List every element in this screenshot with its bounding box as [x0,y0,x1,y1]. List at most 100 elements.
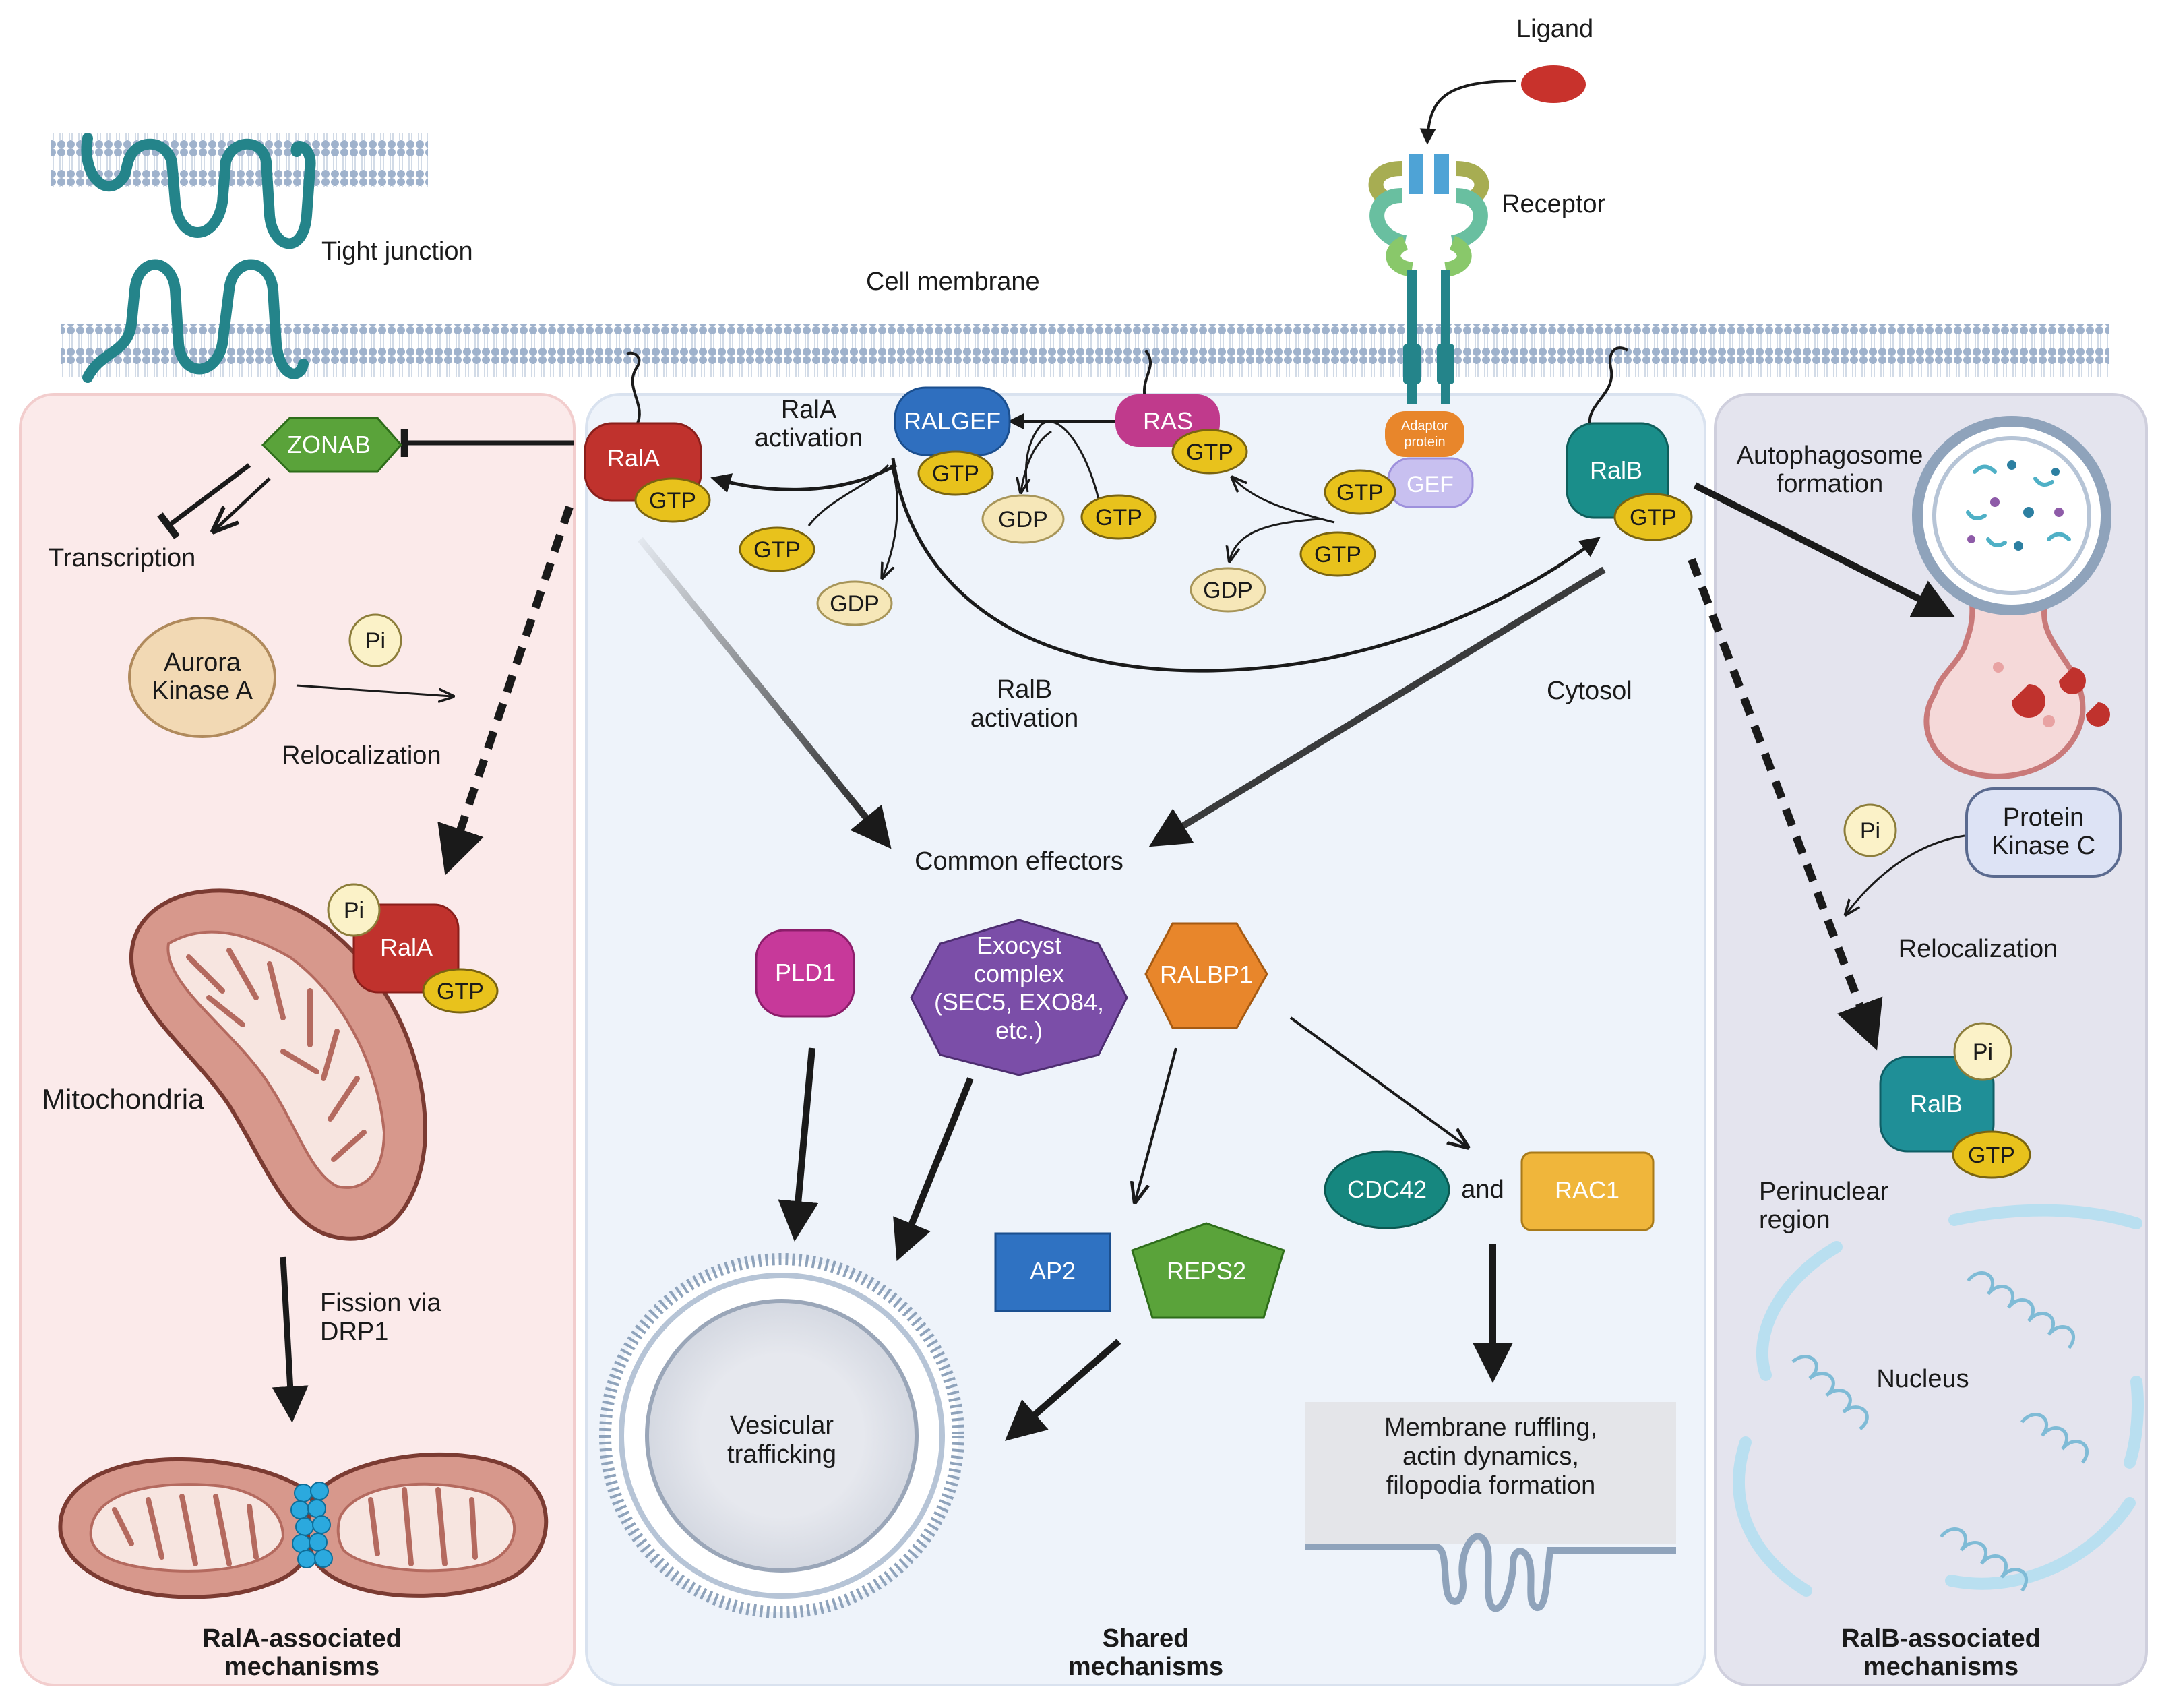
cytosol-label: Cytosol [1547,677,1632,705]
pi-badge-rala [327,883,381,937]
ralgef-cycle-gdp-label: GDP [830,591,880,617]
zonab-label: ZONAB [287,431,371,458]
ralgef-label: RALGEF [904,407,1001,435]
relocalization-left-label: Relocalization [282,741,441,770]
gef-cycle-gdp-arrow [1230,518,1322,559]
gef-gtp-badge [1324,469,1396,515]
zonab-inhibits-transcription [157,463,251,539]
autophagosome-label-2: formation [1777,470,1883,498]
rala-to-mitochondria-dashed-arrow [437,506,574,876]
receptor-label: Receptor [1502,190,1606,218]
cell-membrane [61,324,2109,377]
exocyst-label-4: etc.) [995,1016,1043,1044]
ralb-to-autophagosome-arrow [1693,482,1955,617]
rala-activation-label-2: activation [755,424,863,452]
cell-membrane-label: Cell membrane [866,268,1040,296]
adaptor-protein-label-2: protein [1404,435,1445,450]
ligand-arrow [1419,80,1517,145]
cdc42-label: CDC42 [1347,1176,1427,1203]
membrane-ruffling-label-3: filopodia formation [1386,1471,1596,1500]
zonab-node [261,417,402,473]
ralgef-cycle-gtp-badge [739,526,815,572]
pi-badge-pkc [1843,803,1897,857]
reps2-node [1131,1222,1285,1319]
fission-arrow [272,1256,309,1423]
ralbp1-to-cdc42-arrow [1289,1016,1466,1146]
panel-ralb-title: RalB-associated [1841,1624,2041,1653]
pi-badge-ralb [1953,1022,2012,1081]
panel-ralb [1714,393,2148,1686]
rala-gtp-label: GTP [649,488,696,514]
ralbp1-to-ap2-arrow [1136,1047,1177,1200]
ralb-perinuclear-label: RalB [1910,1090,1963,1118]
perinuclear-label: Perinuclear [1759,1178,1889,1206]
pi-badge-pkc-label: Pi [1860,818,1880,844]
rala-mito-gtp-label: GTP [437,979,484,1004]
rac1-label: RAC1 [1555,1176,1619,1204]
ralbp1-label: RALBP1 [1160,960,1253,988]
rala-to-effectors-arrow [638,537,892,849]
ralb-activation-arrow [891,458,1601,673]
ras-cycle-gtp-badge [1080,494,1157,540]
tight-junction-proteins [81,133,316,383]
mitochondria-label: Mitochondria [42,1083,204,1115]
mitochondria-icon [129,888,427,1241]
perinuclear-label-2: region [1759,1206,1830,1234]
ras-cycle-gtp-label: GTP [1095,505,1142,530]
exocyst-label-2: complex [974,960,1064,987]
exocyst-label: Exocyst [977,932,1061,959]
adaptor-protein-label: Adaptor [1401,419,1448,433]
gef-cycle-gtp-label: GTP [1314,542,1361,568]
pi-badge-aurora [348,613,402,667]
ralgef-gtp-badge [917,450,994,496]
rac1-node [1520,1151,1655,1231]
nucleus-icon [1733,1204,2144,1597]
exocyst-node [910,919,1128,1076]
ligand-label: Ligand [1516,15,1593,43]
ap2-label: AP2 [1030,1257,1076,1285]
protein-kinase-c-node [1965,787,2122,878]
rala-label: RalA [607,444,660,472]
nucleus-label: Nucleus [1876,1365,1969,1393]
aurora-kinase-a-label: Aurora [164,648,241,677]
membrane-ruffling-label-2: actin dynamics, [1402,1442,1579,1471]
ralb-tail [1588,346,1629,429]
ras-cycle-gdp-arrow [1021,430,1052,491]
vesicular-trafficking-label-2: trafficking [727,1440,836,1469]
ras-gtp-label: GTP [1186,439,1233,465]
fission-label-2: DRP1 [320,1318,388,1346]
gef-label: GEF [1407,472,1454,497]
rala-mito-gtp-badge [422,968,499,1014]
gef-cycle-arrow [1233,479,1335,524]
ras-cycle-gdp-label: GDP [998,507,1048,532]
ralb-to-effectors-arrow [1148,566,1606,847]
ralb-activation-label: RalB [997,675,1052,704]
ralbp1-node [1144,922,1268,1029]
adaptor-protein [1385,411,1464,457]
aurora-kinase-a-node [128,617,276,738]
filopodia-icon [1305,1533,1676,1612]
rala-mito-node [352,903,460,994]
panel-rala-title-2: mechanisms [224,1653,379,1681]
ras-gtp-badge [1171,429,1248,475]
ralb-to-perinuclear-dashed-arrow [1688,557,1883,1051]
rala-activation-arrow [710,463,898,493]
and-label: and [1461,1176,1504,1204]
ralb-activation-label-2: activation [970,704,1079,733]
er-icon [1791,1271,2089,1592]
relocalization-right-label: Relocalization [1899,935,2058,963]
autophagosome-label: Autophagosome [1737,441,1923,470]
gef-gtp-label: GTP [1336,480,1384,506]
pi-badge-ralb-label: Pi [1973,1039,1993,1065]
panel-shared-title-2: mechanisms [1068,1653,1223,1681]
protein-kinase-c-label-2: Kinase C [1992,832,2095,860]
panel-shared-title: Shared [1103,1624,1190,1653]
ras-label: RAS [1143,407,1193,435]
membrane-ruffling-label: Membrane ruffling, [1384,1413,1597,1442]
zonab-activates-transcription [216,477,271,529]
ralb-gtp-label: GTP [1630,505,1677,530]
fission-label: Fission via [320,1289,441,1317]
ralgef-gtp-label: GTP [932,461,979,487]
ralb-label: RalB [1590,456,1642,484]
